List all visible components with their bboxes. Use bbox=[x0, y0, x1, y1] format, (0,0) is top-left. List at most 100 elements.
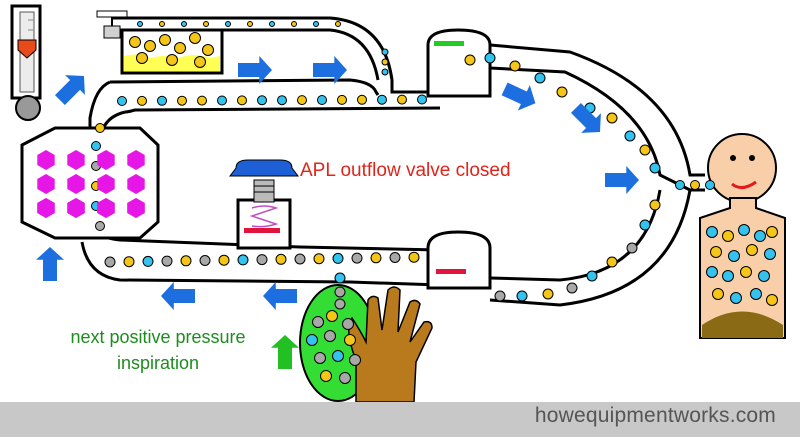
gas-particle bbox=[706, 226, 718, 238]
gas-particle bbox=[247, 21, 253, 27]
gas-particle bbox=[159, 34, 171, 46]
gas-particle bbox=[639, 144, 651, 156]
gas-particle bbox=[123, 256, 135, 268]
gas-particle bbox=[339, 372, 351, 384]
gas-particle bbox=[225, 21, 231, 27]
fresh-gas-tube-inner bbox=[112, 28, 380, 81]
gas-particle bbox=[320, 370, 332, 382]
gas-particle bbox=[740, 266, 752, 278]
gas-particle bbox=[129, 36, 141, 48]
soda-lime-granule bbox=[37, 174, 55, 194]
flow-arrow-icon bbox=[605, 166, 639, 194]
gas-particle bbox=[257, 95, 267, 106]
gas-particle bbox=[334, 286, 346, 298]
soda-lime-granule bbox=[37, 198, 55, 218]
flow-arrow-icon bbox=[571, 103, 601, 133]
soda-lime-granule bbox=[127, 198, 145, 218]
gas-particle bbox=[738, 224, 750, 236]
gas-particle bbox=[269, 21, 275, 27]
apl-valve bbox=[229, 159, 299, 250]
gas-particles bbox=[41, 21, 778, 384]
soda-lime-icon bbox=[20, 126, 160, 240]
gas-particle bbox=[218, 254, 230, 266]
gas-particle bbox=[377, 94, 387, 105]
gas-particle bbox=[181, 21, 187, 27]
footer-bar bbox=[0, 402, 800, 437]
gas-particle bbox=[381, 68, 389, 76]
gas-particle bbox=[334, 298, 346, 310]
gas-particle bbox=[334, 272, 346, 284]
gas-particle bbox=[306, 334, 318, 346]
gas-particle bbox=[275, 253, 287, 265]
gas-particle bbox=[194, 56, 206, 68]
gas-particle bbox=[166, 54, 178, 66]
lungs-base bbox=[702, 311, 783, 338]
gas-particle bbox=[370, 252, 382, 264]
gas-particle bbox=[180, 255, 192, 267]
inspiration-label: next positive pressure inspiration bbox=[28, 324, 288, 376]
gas-particle bbox=[705, 180, 715, 190]
gas-particle bbox=[728, 250, 740, 262]
gas-particle bbox=[758, 270, 770, 282]
flow-arrow-icon bbox=[55, 75, 85, 105]
gas-particle bbox=[712, 288, 724, 300]
gas-particle bbox=[484, 52, 496, 64]
gas-particle bbox=[649, 162, 661, 174]
gas-particle bbox=[142, 255, 154, 267]
soda-lime-granules bbox=[37, 150, 145, 218]
soda-lime-granule bbox=[97, 198, 115, 218]
gas-particle bbox=[137, 21, 143, 27]
gas-particle bbox=[710, 246, 722, 258]
gas-particle bbox=[494, 290, 506, 302]
gas-particle bbox=[357, 94, 367, 105]
expiratory-limb-inner bbox=[489, 189, 662, 282]
gas-particle bbox=[706, 266, 718, 278]
gas-particle bbox=[199, 255, 211, 266]
hand-icon bbox=[348, 286, 433, 403]
inspiratory-tube-outer bbox=[88, 80, 111, 140]
gas-particle bbox=[586, 270, 598, 282]
gas-particle bbox=[722, 270, 734, 282]
apl-valve-disc bbox=[244, 228, 280, 233]
gas-particle bbox=[542, 288, 554, 300]
gas-particle bbox=[766, 294, 778, 306]
gas-particle bbox=[417, 94, 427, 105]
expiratory-limb-outer bbox=[489, 188, 705, 307]
fresh-gas-tube bbox=[112, 16, 440, 94]
flow-arrows bbox=[36, 56, 639, 369]
gas-particle bbox=[117, 96, 127, 106]
inspiratory-limb-outer bbox=[489, 43, 705, 177]
gas-particle bbox=[137, 95, 147, 106]
expiratory-valve-disc bbox=[436, 269, 466, 274]
gas-particle bbox=[335, 21, 341, 27]
inspiratory-tube-top bbox=[109, 78, 380, 96]
gas-particle bbox=[649, 199, 661, 211]
gas-particle bbox=[174, 42, 186, 54]
gas-particle bbox=[277, 95, 287, 106]
gas-particle bbox=[177, 95, 187, 106]
gas-particle bbox=[189, 32, 201, 44]
gas-particle bbox=[332, 350, 344, 362]
squeeze-arrow-icon bbox=[271, 335, 299, 369]
gas-particle bbox=[389, 252, 401, 263]
gas-particle bbox=[624, 130, 636, 142]
gas-particle bbox=[237, 254, 249, 266]
gas-particle bbox=[157, 95, 167, 106]
gas-particle bbox=[294, 253, 306, 265]
gas-particle bbox=[381, 58, 389, 66]
gas-particle bbox=[312, 316, 324, 328]
gas-particle bbox=[639, 219, 651, 231]
inspiratory-valve-disc bbox=[434, 41, 464, 46]
inspiratory-valve-dome bbox=[426, 28, 492, 98]
gas-particle bbox=[144, 40, 156, 52]
gas-particle bbox=[95, 221, 105, 231]
gas-particle bbox=[237, 95, 247, 106]
gas-particle bbox=[606, 256, 618, 268]
gas-particle bbox=[291, 21, 297, 27]
apl-valve-label: APL outflow valve closed bbox=[300, 160, 511, 181]
gas-particle bbox=[202, 44, 214, 56]
flow-arrow-icon bbox=[313, 56, 347, 84]
gas-particle bbox=[566, 282, 578, 294]
gas-particle bbox=[349, 354, 361, 366]
gas-particle bbox=[766, 226, 778, 238]
